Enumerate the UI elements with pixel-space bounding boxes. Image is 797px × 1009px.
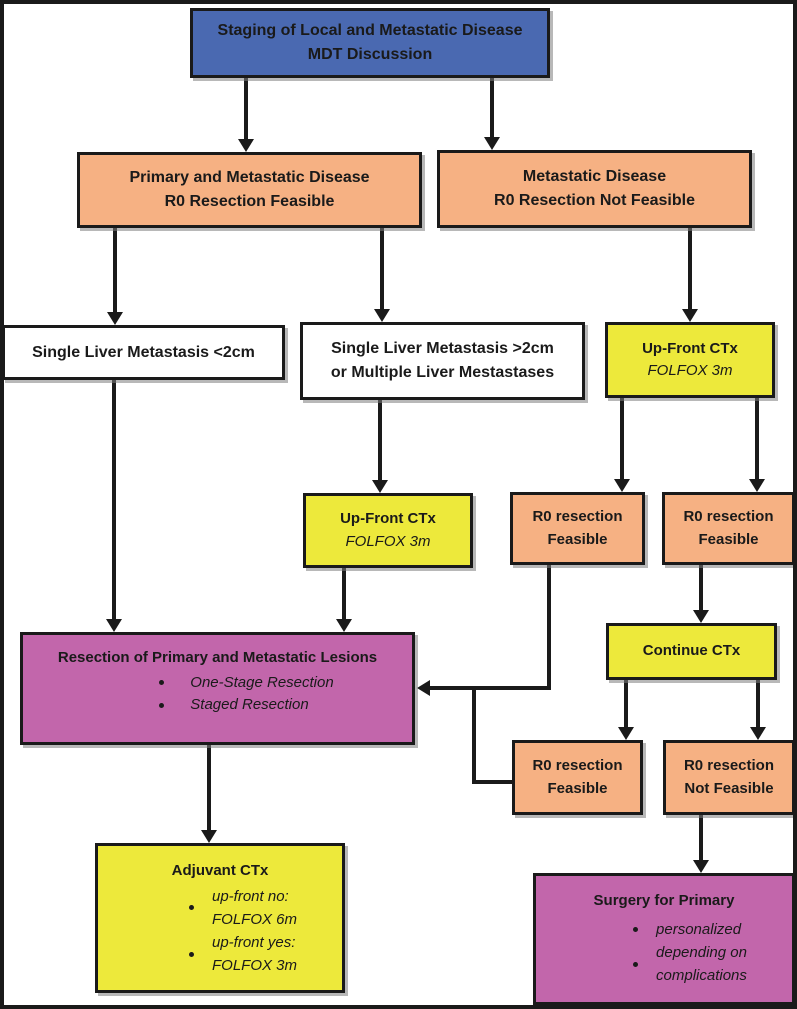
arrow-head — [693, 610, 709, 623]
connector-line — [756, 680, 760, 729]
bullet-text: Staged Resection — [190, 696, 309, 713]
node-text: Primary and Metastatic Disease — [129, 169, 370, 186]
arrow-head — [107, 312, 123, 325]
arrow-head — [374, 309, 390, 322]
node-subtext: FOLFOX 3m — [647, 362, 733, 379]
arrow-head — [682, 309, 698, 322]
node-staging-mdt: Staging of Local and Metastatic Disease … — [190, 8, 550, 78]
bullet-dot — [188, 951, 194, 957]
bullet-text: personalized — [656, 920, 742, 938]
arrow-head — [484, 137, 500, 150]
node-text: R0 resection — [532, 508, 623, 525]
node-text: Feasible — [547, 530, 608, 548]
node-r0-resection-feasible-c: R0 resection Feasible — [512, 740, 643, 815]
node-text: Not Feasible — [684, 779, 774, 797]
connector-line — [207, 745, 211, 832]
bullet-dot — [633, 927, 639, 933]
connector-line — [624, 680, 628, 729]
node-text: Staging of Local and Metastatic Disease — [217, 22, 523, 39]
node-text: R0 resection — [683, 508, 774, 525]
node-text: MDT Discussion — [307, 46, 433, 63]
node-resection-lesions: Resection of Primary and Metastatic Lesi… — [20, 632, 415, 745]
node-text: Feasible — [547, 779, 608, 797]
node-r0-resection-feasible-a: R0 resection Feasible — [510, 492, 645, 565]
connector-line — [472, 780, 512, 784]
arrow-head — [372, 480, 388, 493]
node-subtext: FOLFOX 3m — [345, 532, 431, 550]
connector-line — [342, 568, 346, 621]
arrow-head — [614, 479, 630, 492]
connector-line — [490, 78, 494, 139]
arrow-head — [106, 619, 122, 632]
node-upfront-ctx-right: Up-Front CTx FOLFOX 3m — [605, 322, 775, 398]
arrow-head — [238, 139, 254, 152]
connector-line — [244, 78, 248, 141]
arrow-head — [201, 830, 217, 843]
arrow-head — [693, 860, 709, 873]
bullet-dot — [633, 961, 639, 967]
node-text: or Multiple Liver Mestastases — [330, 364, 555, 381]
node-text: R0 Resection Feasible — [164, 193, 335, 210]
bullet-dot — [159, 680, 165, 686]
connector-line — [472, 686, 476, 784]
connector-line — [699, 815, 703, 862]
bullet-dot — [188, 905, 194, 911]
connector-line — [620, 398, 624, 481]
node-text: R0 resection — [683, 757, 775, 774]
bullet-text: One-Stage Resection — [190, 673, 334, 691]
node-metastatic-not-feasible: Metastatic Disease R0 Resection Not Feas… — [437, 150, 752, 228]
node-title: Resection of Primary and Metastatic Lesi… — [57, 649, 378, 666]
arrow-head — [336, 619, 352, 632]
node-single-liver-lt2cm: Single Liver Metastasis <2cm — [2, 325, 285, 380]
connector-line — [688, 228, 692, 311]
connector-line — [547, 565, 551, 690]
bullet-dot — [159, 702, 165, 708]
connector-line — [113, 228, 117, 314]
node-text: R0 resection — [532, 757, 623, 774]
node-adjuvant-ctx: Adjuvant CTx up-front no: FOLFOX 6m up-f… — [95, 843, 345, 993]
connector-line — [380, 228, 384, 311]
connector-line — [378, 400, 382, 482]
node-text: Single Liver Metastasis <2cm — [32, 343, 255, 361]
connector-line — [699, 565, 703, 612]
connector-line — [755, 398, 759, 481]
bullet-text: depending on — [656, 944, 747, 961]
node-text: Feasible — [698, 530, 759, 548]
connector-line — [430, 686, 551, 690]
node-r0-resection-feasible-b: R0 resection Feasible — [662, 492, 795, 565]
connector-line — [112, 380, 116, 621]
node-title: Surgery for Primary — [593, 892, 735, 909]
bullet-text: FOLFOX 6m — [211, 910, 297, 928]
node-text: R0 Resection Not Feasible — [494, 192, 695, 209]
node-single-liver-gt2cm: Single Liver Metastasis >2cm or Multiple… — [300, 322, 585, 400]
node-surgery-for-primary: Surgery for Primary personalized dependi… — [533, 873, 795, 1005]
bullet-text: up-front no: — [211, 887, 289, 905]
node-upfront-ctx-mid: Up-Front CTx FOLFOX 3m — [303, 493, 473, 568]
bullet-text: FOLFOX 3m — [211, 957, 297, 975]
node-continue-ctx: Continue CTx — [606, 623, 777, 680]
arrow-head — [749, 479, 765, 492]
node-text: Up-Front CTx — [642, 339, 738, 357]
bullet-text: up-front yes: — [211, 934, 296, 951]
node-text: Metastatic Disease — [522, 168, 667, 185]
arrow-head — [750, 727, 766, 740]
node-text: Single Liver Metastasis >2cm — [331, 340, 554, 357]
node-title: Adjuvant CTx — [171, 862, 269, 879]
bullet-text: complications — [656, 967, 747, 985]
arrow-head — [618, 727, 634, 740]
node-text: Up-Front CTx — [340, 510, 436, 527]
arrow-head — [417, 680, 430, 696]
node-primary-metastatic-feasible: Primary and Metastatic Disease R0 Resect… — [77, 152, 422, 228]
node-r0-resection-not-feasible: R0 resection Not Feasible — [663, 740, 795, 815]
node-text: Continue CTx — [642, 642, 741, 660]
